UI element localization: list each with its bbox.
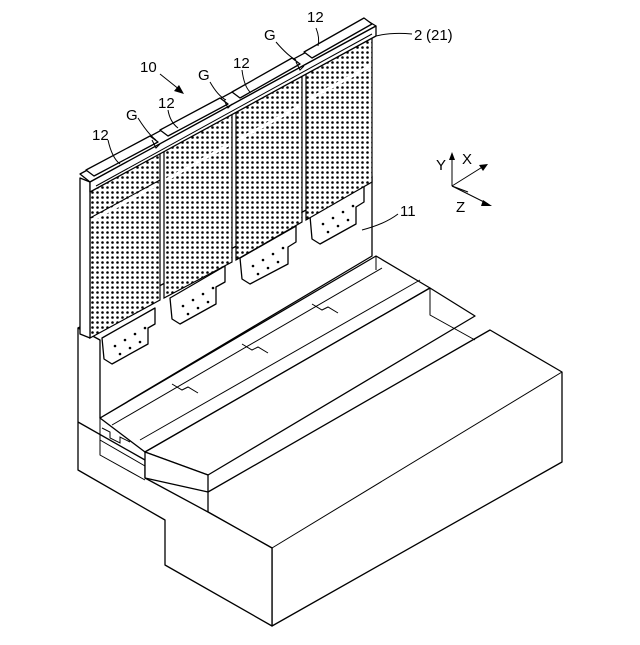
axis-z-label: Z	[456, 199, 465, 216]
label-g-b: G	[198, 67, 210, 84]
axis-y-label: Y	[436, 157, 446, 174]
label-g-a: G	[126, 107, 138, 124]
label-11: 11	[400, 203, 416, 220]
label-g-c: G	[264, 27, 276, 44]
axis-x-label: X	[462, 151, 472, 168]
label-10: 10	[140, 59, 157, 76]
label-2: 2	[414, 27, 422, 44]
panel-left-edge	[80, 178, 90, 338]
label-12-d: 12	[307, 9, 324, 26]
label-21: (21)	[426, 27, 453, 44]
label-12-a: 12	[92, 127, 109, 144]
label-12-c: 12	[233, 55, 250, 72]
label-12-b: 12	[158, 95, 175, 112]
